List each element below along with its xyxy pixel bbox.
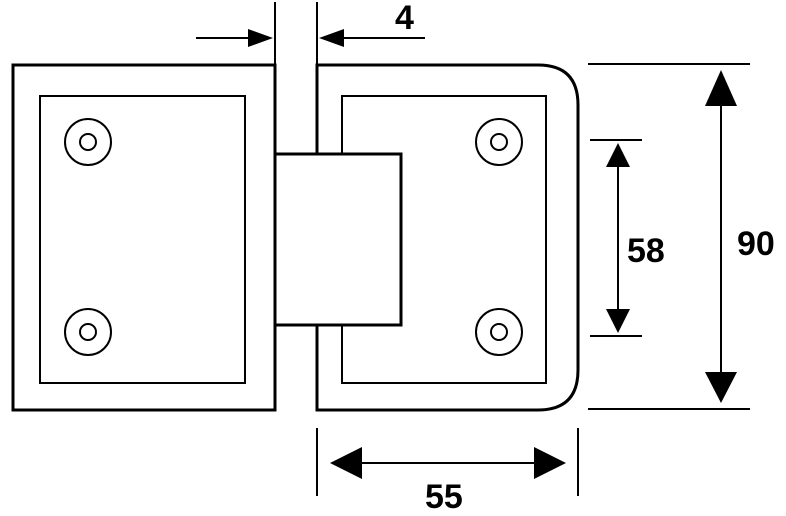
height-dimension: 90 bbox=[588, 63, 775, 410]
left-bottom-screw-hole bbox=[64, 308, 112, 356]
right-plate-outer bbox=[315, 63, 580, 412]
left-plate-outer bbox=[11, 63, 277, 412]
gap-dimension: 4 bbox=[196, 0, 425, 65]
left-plate bbox=[11, 63, 277, 412]
width-dimension-label: 55 bbox=[425, 478, 463, 516]
left-plate-inner bbox=[39, 95, 246, 384]
hole-spacing-dimension: 58 bbox=[590, 139, 665, 337]
height-dimension-label: 90 bbox=[737, 225, 775, 263]
hinge-knuckle bbox=[273, 152, 403, 327]
gap-dimension-label: 4 bbox=[395, 0, 414, 37]
right-top-screw-hole bbox=[475, 118, 523, 166]
width-dimension: 55 bbox=[316, 428, 579, 516]
left-top-screw-hole bbox=[64, 118, 112, 166]
hole-spacing-dimension-label: 58 bbox=[627, 232, 665, 270]
right-bottom-screw-hole bbox=[475, 308, 523, 356]
